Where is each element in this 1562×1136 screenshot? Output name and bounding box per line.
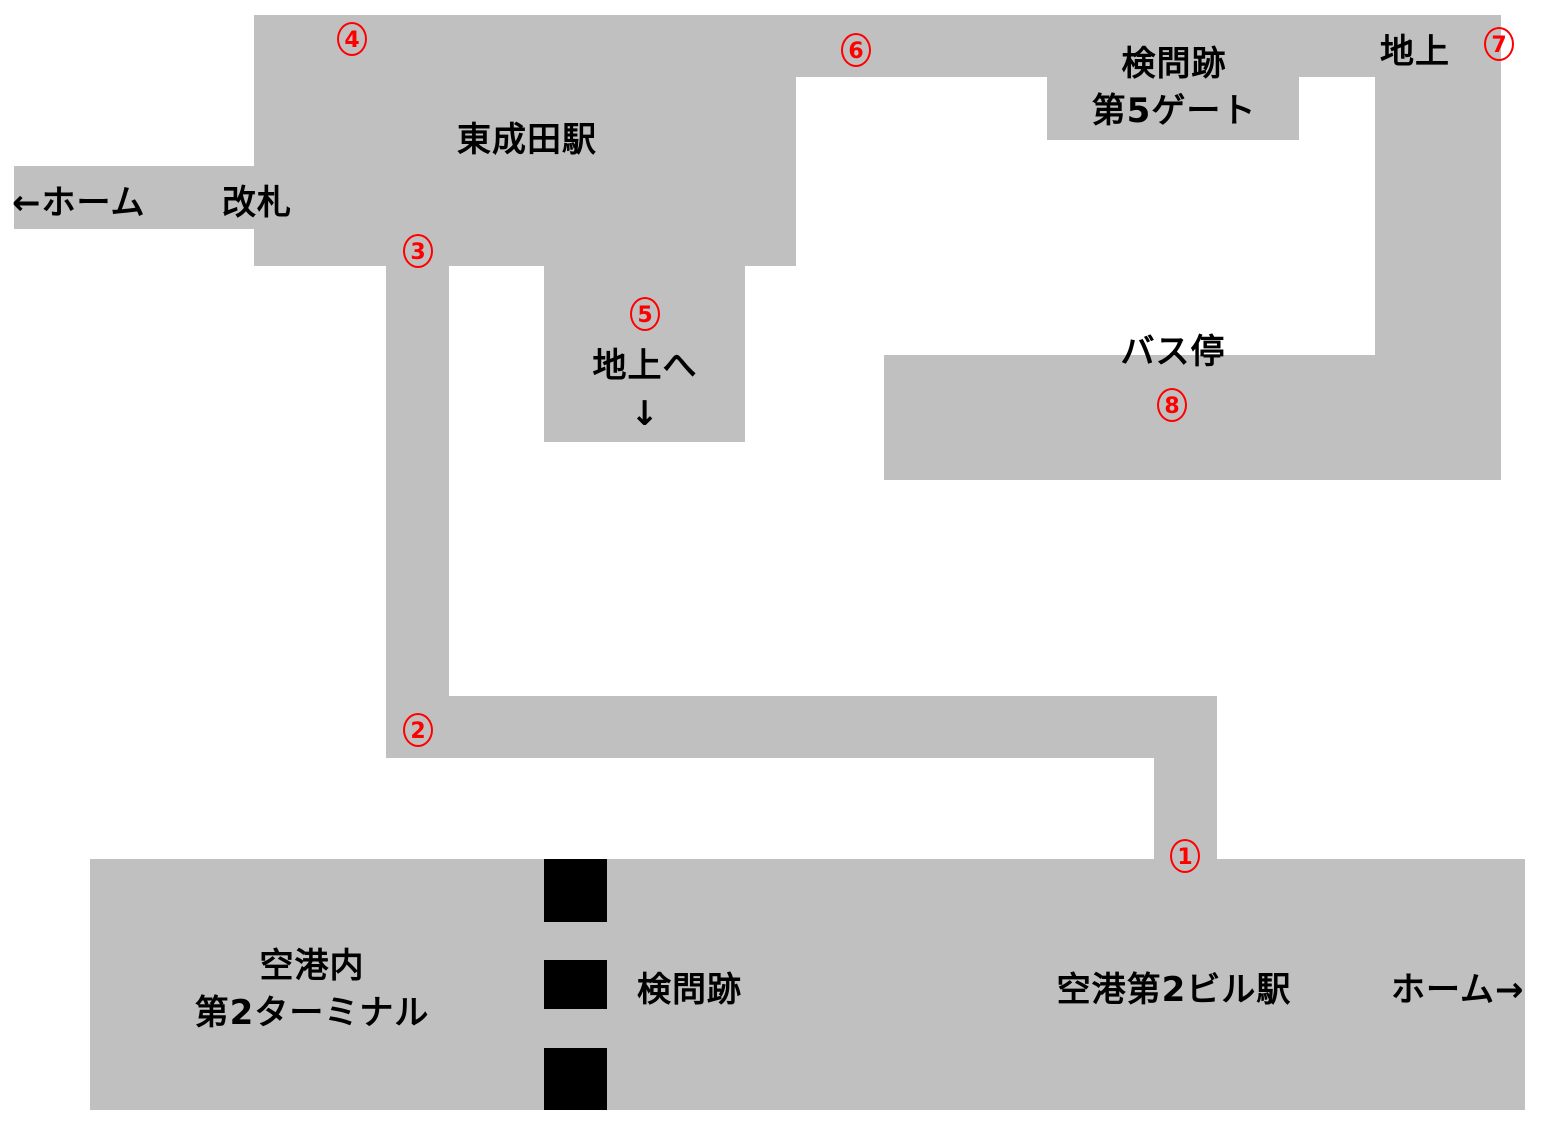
terminal2-label-line1: 空港内 <box>259 946 365 986</box>
airport-terminal2-station-hall <box>90 859 1525 1110</box>
airport-terminal2-station-label: 空港第2ビル駅 <box>1056 970 1292 1010</box>
ground-level-label: 地上 <box>1380 32 1450 72</box>
marker-1: 1 <box>1170 839 1200 873</box>
marker-7: 7 <box>1484 27 1514 61</box>
platform-right-label: ホーム→ <box>1391 970 1525 1010</box>
to-ground-label: 地上へ <box>592 346 698 386</box>
higashi-narita-station-hall <box>254 15 796 266</box>
checkpoint-label: 検問跡 <box>637 970 742 1010</box>
down-arrow-icon: ↓ <box>630 394 660 434</box>
middle-horizontal-corridor <box>386 696 1217 758</box>
platform-left-label: ←ホーム <box>12 183 146 223</box>
upper-corridor <box>796 15 1501 77</box>
ticket-gate-label: 改札 <box>222 183 292 223</box>
marker-2: 2 <box>403 713 433 747</box>
bus-stop-label: バス停 <box>1120 332 1226 372</box>
to-ground-exit-area <box>544 266 745 442</box>
checkpoint-gate5-label-line1: 検問跡 <box>1121 44 1227 84</box>
bus-stop-area <box>884 355 1501 480</box>
marker-3: 3 <box>403 234 433 268</box>
platform-left-strip <box>14 166 254 229</box>
checkpoint-pillar-bottom <box>544 1048 607 1110</box>
marker-4: 4 <box>337 22 367 56</box>
checkpoint-gate5-label-line2: 第5ゲート <box>1091 91 1257 131</box>
checkpoint-pillar-top <box>544 859 607 922</box>
higashi-narita-station-label: 東成田駅 <box>457 120 597 160</box>
marker-5: 5 <box>630 297 660 331</box>
checkpoint-pillar-middle <box>544 960 607 1009</box>
right-vertical-corridor <box>1375 77 1501 355</box>
terminal2-label-line2: 第2ターミナル <box>194 993 430 1033</box>
marker-6: 6 <box>841 33 871 67</box>
marker-8: 8 <box>1157 388 1187 422</box>
left-vertical-corridor <box>386 266 449 758</box>
checkpoint-gate5-area <box>1047 77 1299 140</box>
